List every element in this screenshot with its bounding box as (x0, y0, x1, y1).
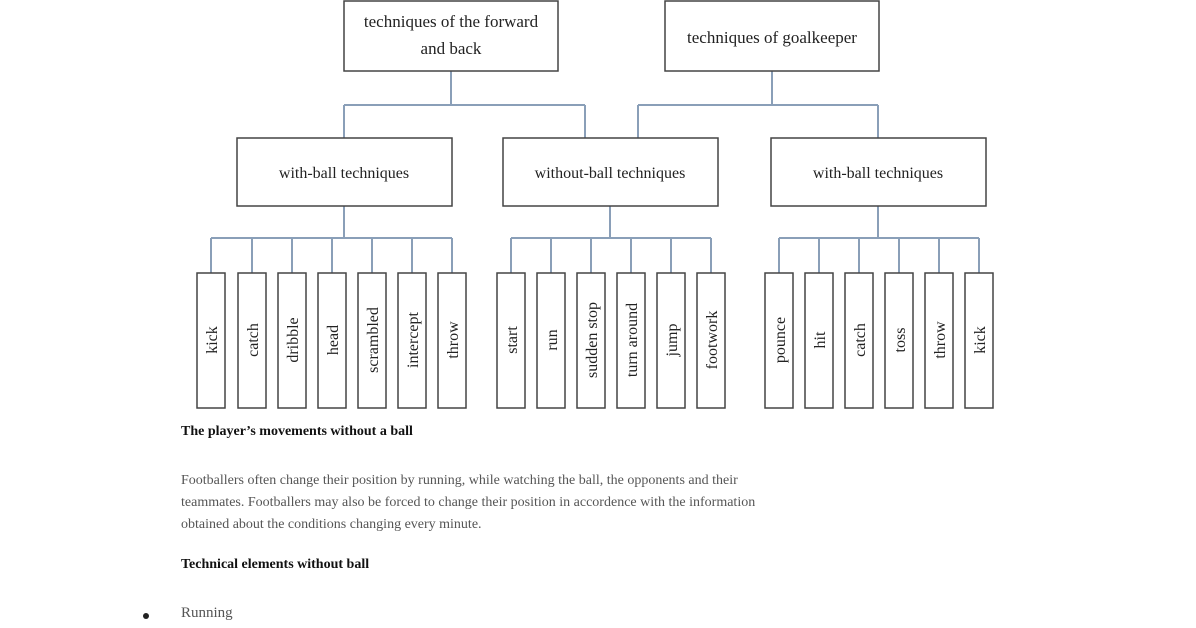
list-item: Running (143, 605, 233, 622)
leaf-node-start: start (496, 272, 526, 409)
section-heading-technical-elements: Technical elements without ball (181, 557, 370, 572)
leaf-node-footwork: footwork (696, 272, 726, 409)
paragraph-line: obtained about the conditions changing e… (181, 517, 482, 532)
paragraph-line: Footballers often change their position … (181, 473, 738, 488)
leaf-node-toss: toss (884, 272, 914, 409)
leaf-node-sudden-stop: sudden stop (576, 272, 606, 409)
leaf-label: throw (445, 321, 462, 359)
leaf-node-catch: catch (237, 272, 267, 409)
bullet-icon (143, 613, 149, 619)
leaf-label: start (504, 326, 521, 354)
leaf-node-dribble: dribble (277, 272, 307, 409)
root-label-line-1: techniques of the forward (364, 12, 539, 31)
paragraph-line: teammates. Footballers may also be force… (181, 495, 756, 510)
leaf-node-run: run (536, 272, 566, 409)
group-label: without-ball techniques (535, 165, 686, 182)
group-label: with-ball techniques (279, 165, 409, 182)
leaf-label: sudden stop (584, 302, 601, 378)
leaf-label: throw (932, 321, 949, 359)
leaf-node-scrambled: scrambled (357, 272, 387, 409)
leaf-label: intercept (405, 311, 422, 368)
leaf-node-turn-around: turn around (616, 272, 646, 409)
group-node-goalkeeper-with-ball: with-ball techniques (770, 137, 987, 207)
section-heading-movements: The player’s movements without a ball (181, 424, 413, 439)
bullet-list: Running (143, 605, 233, 622)
group-label: with-ball techniques (813, 165, 943, 182)
root-node-forward-back: techniques of the forward and back (343, 0, 559, 72)
list-item-label: Running (181, 605, 233, 621)
leaf-label: kick (204, 326, 221, 354)
leaf-node-head: head (317, 272, 347, 409)
leaf-label: footwork (704, 311, 721, 370)
leaf-label: run (544, 329, 561, 350)
leaf-label: pounce (772, 317, 789, 363)
leaf-label: head (325, 325, 342, 355)
leaf-node-hit: hit (804, 272, 834, 409)
leaf-node-jump: jump (656, 272, 686, 409)
root-label: techniques of goalkeeper (687, 28, 857, 47)
root-label-line-2: and back (421, 39, 482, 58)
leaf-label: catch (245, 323, 262, 357)
leaf-nodes: kick catch dribble head scrambled interc… (196, 272, 994, 409)
root-node-goalkeeper: techniques of goalkeeper (664, 0, 880, 72)
leaf-label: jump (664, 324, 681, 358)
leaf-node-throw: throw (437, 272, 467, 409)
leaf-label: kick (972, 326, 989, 354)
diagram-connectors (210, 71, 980, 273)
leaf-node-pounce: pounce (764, 272, 794, 409)
technique-diagram: techniques of the forward and back techn… (196, 0, 994, 409)
leaf-label: dribble (285, 317, 302, 362)
leaf-node-kick: kick (196, 272, 226, 409)
leaf-node-catch-gk: catch (844, 272, 874, 409)
leaf-node-throw-gk: throw (924, 272, 954, 409)
group-node-without-ball: without-ball techniques (502, 137, 719, 207)
leaf-label: scrambled (365, 307, 382, 373)
leaf-node-intercept: intercept (397, 272, 427, 409)
group-node-forward-with-ball: with-ball techniques (236, 137, 453, 207)
leaf-node-kick-gk: kick (964, 272, 994, 409)
leaf-label: toss (892, 328, 909, 353)
body-paragraph: Footballers often change their position … (181, 470, 981, 536)
leaf-label: catch (852, 323, 869, 357)
leaf-label: hit (812, 331, 829, 348)
leaf-label: turn around (624, 303, 641, 377)
